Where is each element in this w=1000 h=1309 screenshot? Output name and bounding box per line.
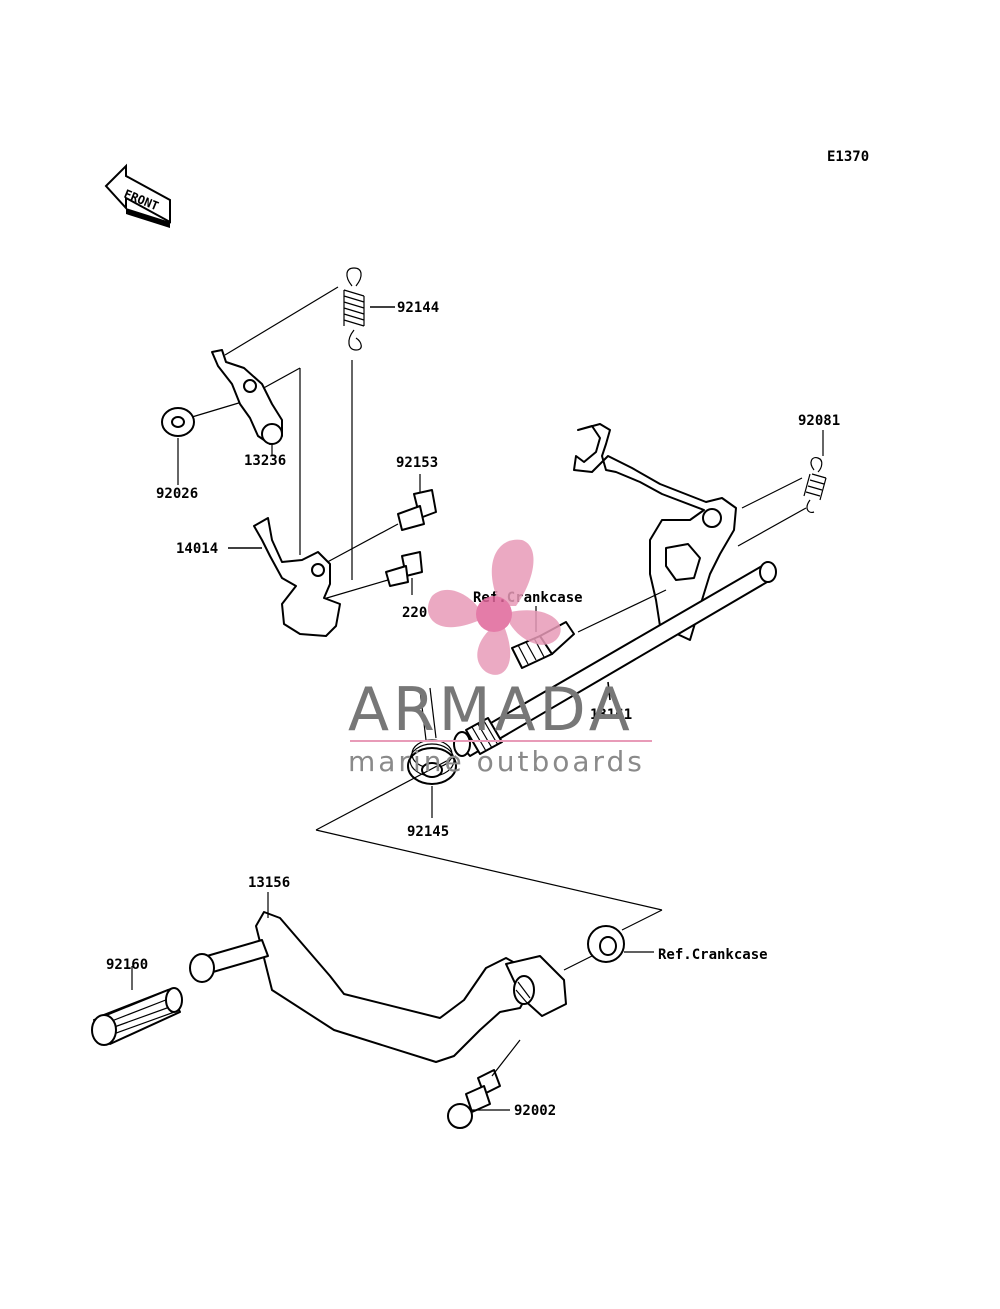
label-13161: 13161 <box>590 707 632 723</box>
watermark-brand: ARMADA <box>348 675 634 745</box>
lever-14014 <box>253 517 341 637</box>
armada-logo-icon <box>427 539 561 675</box>
label-92153: 92153 <box>396 455 438 471</box>
bolt-220 <box>385 551 423 587</box>
label-14014: 14014 <box>176 541 218 557</box>
label-92144: 92144 <box>397 300 439 316</box>
shift-pedal-13156 <box>255 911 531 1063</box>
label-ref-crankcase-lower: Ref.Crankcase <box>658 947 768 963</box>
watermark-tagline: marine outboards <box>348 745 645 778</box>
label-92081: 92081 <box>798 413 840 429</box>
label-92002: 92002 <box>514 1103 556 1119</box>
label-220: 220 <box>402 605 427 621</box>
spring-92081 <box>803 457 827 513</box>
rubber-92160 <box>91 987 183 1046</box>
label-92160: 92160 <box>106 957 148 973</box>
bolt-92002 <box>447 1069 501 1129</box>
collar-13236 <box>261 423 283 445</box>
front-arrow-icon: FRONT <box>104 163 171 228</box>
diagram-code: E1370 <box>827 149 869 165</box>
label-13156: 13156 <box>248 875 290 891</box>
label-92145: 92145 <box>407 824 449 840</box>
bolt-92153 <box>397 489 437 531</box>
label-13236: 13236 <box>244 453 286 469</box>
label-92026: 92026 <box>156 486 198 502</box>
spring-92144 <box>343 267 365 351</box>
